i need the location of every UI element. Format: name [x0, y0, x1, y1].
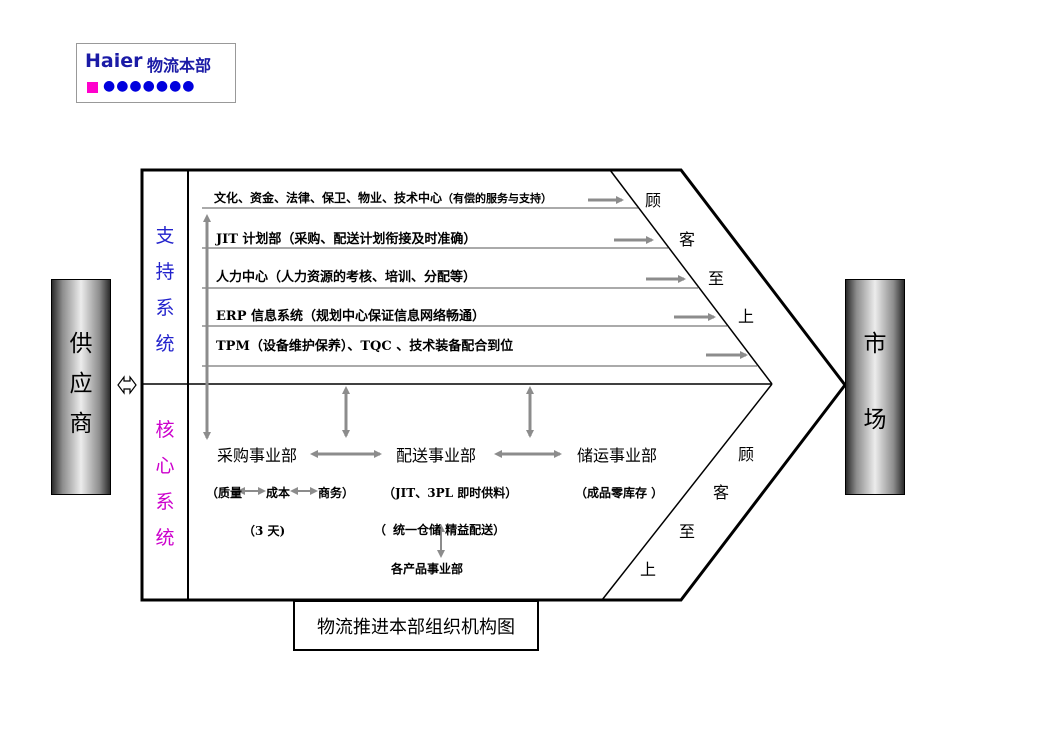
customer-top-char-2: 客	[679, 230, 696, 249]
outer-frame	[140, 168, 847, 602]
storage-unit: 储运事业部	[577, 446, 658, 465]
three-days-label: （3 天)	[243, 524, 286, 538]
core-char-1: 核	[155, 419, 175, 441]
logo: Haier 物流本部 ●●●●●●●	[76, 43, 236, 103]
customer-top-char-3: 至	[708, 269, 725, 288]
product-units-label: 各产品事业部	[391, 562, 464, 576]
support-row-services-note: （有偿的服务与支持）	[442, 192, 553, 205]
customer-bottom-char-1: 顾	[738, 445, 755, 464]
cost-label: 成本	[266, 486, 291, 500]
customer-top-char-4: 上	[738, 307, 755, 326]
diagram-caption: 物流推进本部组织机构图	[317, 617, 515, 638]
support-char-3: 系	[155, 297, 175, 319]
core-char-3: 系	[155, 491, 175, 513]
support-row-services: 文化、资金、法律、保卫、物业、技术中心（有偿的服务与支持）	[214, 189, 552, 206]
customer-bottom-char-3: 至	[679, 522, 696, 541]
distribution-unit: 配送事业部	[396, 446, 477, 465]
support-row-jit: JIT 计划部（采购、配送计划衔接及时准确）	[216, 232, 477, 247]
support-row-erp: ERP 信息系统（规划中心保证信息网络畅通）	[216, 309, 486, 324]
support-char-4: 统	[155, 333, 175, 355]
support-row-services-main: 文化、资金、法律、保卫、物业、技术中心	[214, 191, 443, 205]
purchase-unit: 采购事业部	[217, 446, 298, 465]
market-char-2: 场	[863, 407, 887, 433]
customer-bottom-char-2: 客	[713, 483, 730, 502]
jit-3pl-label: （JIT、3PL 即时供料）	[383, 486, 518, 500]
dept-name: 物流本部	[147, 56, 212, 75]
core-char-2: 心	[155, 455, 175, 477]
brand-name: Haier	[85, 50, 143, 72]
core-char-4: 统	[155, 527, 175, 549]
market-block: 市 场	[845, 279, 905, 495]
customer-bottom-char-4: 上	[640, 560, 657, 579]
logo-dots: ●●●●●●●	[103, 78, 196, 94]
quality-label: （质量	[206, 486, 243, 500]
supplier-link-icon	[117, 375, 137, 395]
unified-open-paren: （	[374, 523, 387, 537]
unified-storage-label: 统一仓储 精益配送）	[393, 523, 506, 537]
supplier-char-3: 商	[69, 411, 93, 437]
support-row-tpm: TPM（设备维护保养）、TQC 、技术装备配合到位	[216, 339, 514, 354]
supplier-char-2: 应	[69, 371, 93, 397]
support-row-hr: 人力中心（人力资源的考核、培训、分配等）	[216, 270, 477, 285]
supplier-char-1: 供	[69, 331, 93, 357]
logo-square-icon	[87, 82, 98, 93]
caption-box: 物流推进本部组织机构图	[293, 600, 539, 651]
customer-top-char-1: 顾	[645, 191, 662, 210]
support-char-2: 持	[155, 261, 175, 283]
business-label: 商务）	[318, 486, 355, 500]
zero-stock-label: （成品零库存 ）	[575, 486, 664, 500]
support-system-label: 支 持 系 统	[150, 218, 180, 362]
core-system-label: 核 心 系 统	[150, 412, 180, 556]
support-char-1: 支	[155, 225, 175, 247]
supplier-block: 供 应 商	[51, 279, 111, 495]
market-char-1: 市	[863, 331, 887, 357]
